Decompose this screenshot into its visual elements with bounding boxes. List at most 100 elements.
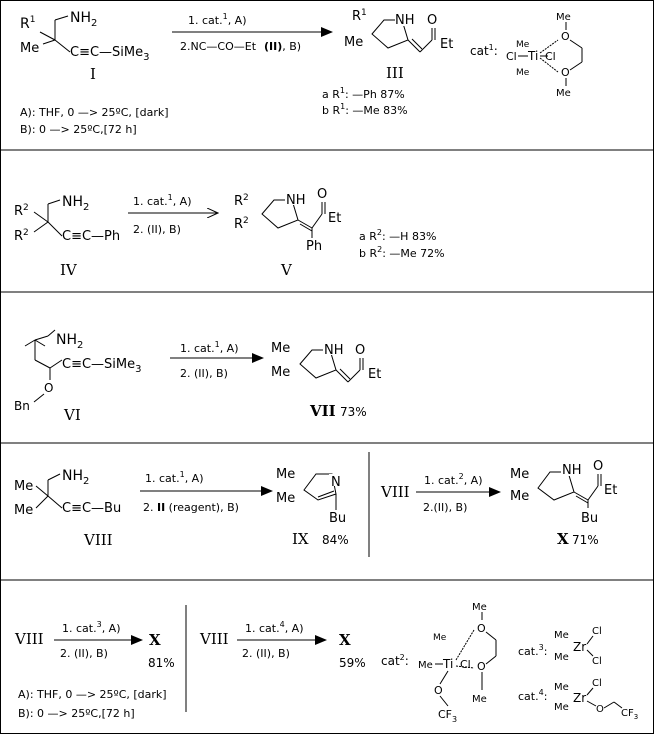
s1-condition-a: A): THF, 0 —> 25ºC, [dark]	[20, 106, 169, 119]
compound-V-structure: R2 R2 NH O Et Ph	[234, 187, 341, 254]
s5-condition-a: A): THF, 0 —> 25ºC, [dark]	[18, 688, 167, 701]
svg-text:Et: Et	[440, 37, 453, 52]
catalyst-3-structure: cat.3: Me Me Zr Cl Cl	[518, 626, 602, 667]
svg-text:C≡C—SiMe3: C≡C—SiMe3	[70, 45, 150, 63]
compound-VIII-structure: Me Me NH2 C≡C—Bu	[14, 468, 121, 518]
svg-text:Ph: Ph	[306, 239, 322, 254]
s5-compound-X-yield-2: 59%	[339, 656, 366, 670]
s5-compound-VIII-label-2: VIII	[199, 630, 229, 648]
svg-text:cat2:: cat2:	[381, 653, 409, 668]
svg-text:Me: Me	[14, 479, 33, 494]
svg-text:Cl: Cl	[592, 656, 602, 667]
compound-IX-structure: Me Me N Bu	[276, 467, 346, 526]
svg-text:Me: Me	[14, 503, 33, 518]
compound-VI-label: VI	[63, 406, 81, 424]
svg-text:Cl: Cl	[545, 50, 556, 63]
catalyst-2-structure: cat2: Me O O Me Me Me Ti Cl O CF3	[381, 602, 497, 724]
compound-IV-label: IV	[60, 261, 78, 279]
svg-text:Bu: Bu	[329, 511, 346, 526]
svg-text:Me: Me	[510, 467, 529, 482]
svg-text:O: O	[596, 704, 604, 715]
svg-text:cat1:: cat1:	[470, 43, 498, 58]
svg-text:CF3: CF3	[438, 708, 457, 724]
s4-step4-label: 2.(II), B)	[423, 501, 467, 514]
compound-I-label: I	[90, 65, 96, 83]
svg-text:NH: NH	[562, 463, 582, 478]
svg-text:O: O	[355, 343, 365, 358]
svg-text:Me: Me	[516, 68, 530, 78]
s5-step2-label: 2. (II), B)	[60, 647, 108, 660]
compound-I-structure: R1 Me NH2 C≡C—SiMe3	[20, 10, 150, 63]
svg-text:Me: Me	[556, 88, 571, 99]
s1-condition-b: B): 0 —> 25ºC,[72 h]	[20, 123, 137, 136]
compound-VII-yield: 73%	[340, 405, 367, 419]
s3-step2-label: 2. (II), B)	[180, 367, 228, 380]
svg-text:Me: Me	[516, 40, 530, 50]
svg-text:NH2: NH2	[70, 10, 97, 29]
svg-text:O: O	[427, 13, 437, 28]
s2-yield-a: a R2: —H 83%	[359, 228, 436, 243]
s5-step1-label: 1. cat.3, A)	[62, 620, 121, 635]
svg-text:Bu: Bu	[581, 511, 598, 526]
catalyst-1-structure: cat1: Me O O Me Me Me Ti Cl Cl	[470, 12, 583, 99]
svg-text:Me: Me	[554, 652, 569, 663]
svg-text:R2: R2	[234, 216, 249, 232]
s3-step1-label: 1. cat.1, A)	[180, 340, 239, 355]
svg-text:Et: Et	[604, 483, 617, 498]
svg-text:NH: NH	[286, 193, 306, 208]
s1-yield-b: b R1: —Me 83%	[322, 102, 408, 117]
svg-text:O: O	[44, 381, 53, 395]
s4-step1-label: 1. cat.1, A)	[145, 470, 204, 485]
svg-text:Me: Me	[271, 365, 290, 380]
compound-III-label: III	[386, 64, 404, 82]
svg-text:Cl: Cl	[592, 678, 602, 689]
scheme-3: NH2 C≡C—SiMe3 O Bn VI 1. cat.1, A) 2. (I…	[14, 329, 381, 424]
svg-text:Me: Me	[554, 702, 569, 713]
svg-text:Ti: Ti	[527, 49, 538, 63]
catalyst-4-structure: cat.4: Me Me Zr Cl O CF3	[518, 678, 638, 721]
svg-text:C≡C—Ph: C≡C—Ph	[62, 229, 120, 244]
svg-text:Me: Me	[271, 341, 290, 356]
svg-text:O: O	[593, 459, 603, 474]
svg-text:C≡C—SiMe3: C≡C—SiMe3	[62, 357, 142, 375]
svg-text:Cl: Cl	[592, 626, 602, 637]
compound-IV-structure: R2 R2 NH2 C≡C—Ph	[14, 194, 120, 244]
compound-X-structure: Me Me NH O Et Bu	[510, 459, 617, 526]
s1-yield-a: a R1: —Ph 87%	[322, 86, 405, 101]
s5-compound-X-yield: 81%	[148, 656, 175, 670]
s5-compound-VIII-label: VIII	[14, 630, 44, 648]
svg-text:NH: NH	[324, 343, 344, 358]
s1-step1-label: 1. cat.1, A)	[188, 12, 247, 27]
svg-text:Me: Me	[554, 682, 569, 693]
s5-compound-X-label-2: X	[339, 631, 351, 649]
compound-VI-structure: NH2 C≡C—SiMe3 O Bn	[14, 329, 142, 413]
scheme-5: VIII 1. cat.3, A) 2. (II), B) X 81% A): …	[14, 602, 638, 724]
svg-text:cat.4:: cat.4:	[518, 688, 547, 703]
svg-text:Et: Et	[368, 367, 381, 382]
svg-text:Et: Et	[328, 211, 341, 226]
s2-yield-b: b R2: —Me 72%	[359, 245, 445, 260]
s4-step2-label: 2. II (reagent), B)	[143, 501, 239, 514]
compound-X-label: X	[557, 530, 569, 548]
compound-X-yield: 71%	[572, 533, 599, 547]
s5-condition-b: B): 0 —> 25ºC,[72 h]	[18, 707, 135, 720]
s1-step2-label: 2.NC—CO—Et(II), B)	[180, 40, 301, 53]
svg-text:Me: Me	[472, 694, 487, 705]
svg-text:NH: NH	[395, 13, 415, 28]
compound-III-structure: R1 Me NH O Et	[344, 8, 453, 53]
svg-text:O: O	[477, 622, 486, 635]
svg-text:Ti: Ti	[442, 657, 453, 671]
svg-text:O: O	[561, 30, 570, 43]
svg-text:Me: Me	[276, 491, 295, 506]
svg-text:CF3: CF3	[621, 708, 638, 721]
svg-text:Me: Me	[20, 41, 39, 56]
svg-text:Me: Me	[344, 35, 363, 50]
svg-text:C≡C—Bu: C≡C—Bu	[62, 501, 121, 516]
svg-text:Me: Me	[276, 467, 295, 482]
svg-text:O: O	[317, 187, 327, 202]
svg-text:Bn: Bn	[14, 399, 30, 413]
svg-text:NH2: NH2	[56, 332, 83, 351]
svg-text:NH2: NH2	[62, 468, 89, 487]
s2-step1-label: 1. cat.1, A)	[133, 193, 192, 208]
